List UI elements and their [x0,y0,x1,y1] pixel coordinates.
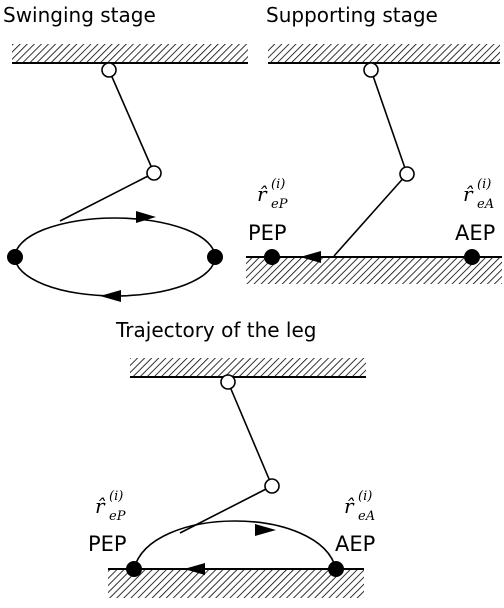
pep-label: PEP [248,221,287,245]
aep-point [464,249,480,265]
svg-text:(i): (i) [477,177,491,192]
pep-symbol: r̂ (i) eP [95,489,126,524]
svg-text:(i): (i) [271,177,285,192]
knee-joint [146,165,162,181]
thigh-link [108,69,155,174]
trajectory-panel: Trajectory of the leg r̂ (i) eP PEP r̂ (… [88,318,375,598]
thigh-link [370,69,408,175]
ceiling-hatch [12,44,248,63]
svg-text:eP: eP [271,197,288,212]
aep-label: AEP [455,221,495,245]
trajectory-title: Trajectory of the leg [115,318,316,342]
shank-link [59,172,155,222]
svg-text:eA: eA [477,197,494,212]
hip-joint [101,62,117,78]
ground-hatch [108,570,364,598]
svg-text:r̂: r̂ [257,182,268,206]
support-arrow [300,251,321,263]
aep-symbol: r̂ (i) eA [344,489,375,524]
aep-symbol: r̂ (i) eA [463,177,494,212]
svg-text:eP: eP [109,509,126,524]
svg-text:r̂: r̂ [463,182,474,206]
knee-joint [264,478,280,494]
svg-text:r̂: r̂ [344,494,355,518]
svg-text:r̂: r̂ [95,494,106,518]
hip-joint [363,62,379,78]
pep-point [7,249,23,265]
supporting-stage-title: Supporting stage [266,3,438,27]
pep-label: PEP [88,532,127,556]
pep-symbol: r̂ (i) eP [257,177,288,212]
swinging-stage-title: Swinging stage [3,3,156,27]
swing-trajectory [14,217,216,297]
ground-hatch [246,258,502,284]
supporting-stage-panel: Supporting stage r̂ (i) eP PEP r̂ (i) eA… [246,3,502,284]
hip-joint [220,374,236,390]
knee-joint [399,166,415,182]
support-arrow [184,563,205,575]
ceiling-hatch [268,44,500,63]
aep-point [328,561,344,577]
forward-arrow [136,211,156,223]
return-arrow [100,290,121,302]
shank-link [333,173,408,257]
swinging-stage-panel: Swinging stage [3,3,248,302]
svg-text:eA: eA [358,509,375,524]
swing-arc [133,520,337,570]
forward-arrow [255,524,276,536]
aep-point [207,249,223,265]
thigh-link [227,381,273,487]
aep-label: AEP [335,532,375,556]
svg-text:(i): (i) [358,489,372,504]
pep-point [264,249,280,265]
svg-text:(i): (i) [109,489,123,504]
pep-point [126,561,142,577]
ceiling-hatch [130,358,366,377]
